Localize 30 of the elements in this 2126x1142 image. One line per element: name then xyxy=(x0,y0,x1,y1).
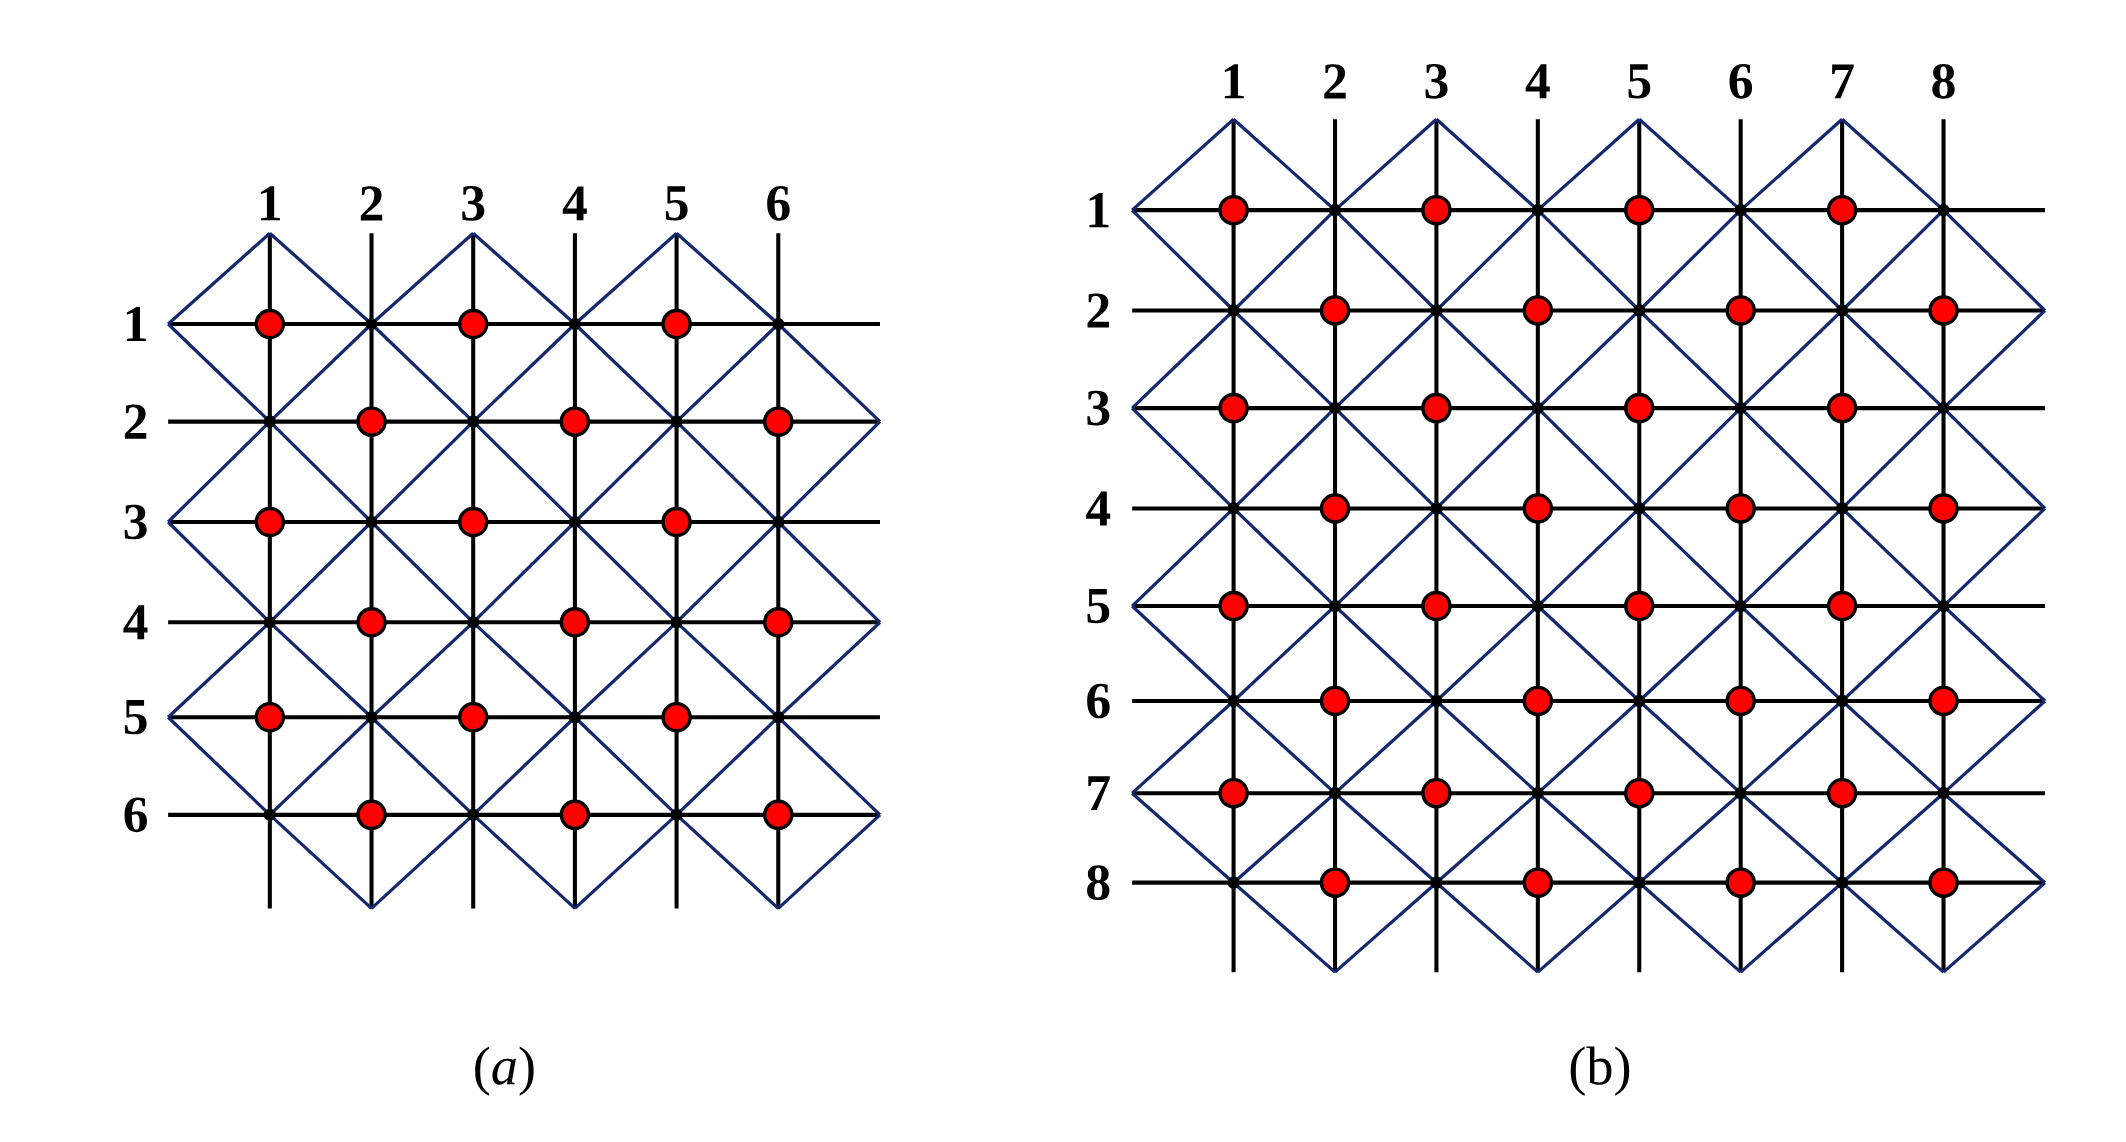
column-number: 1 xyxy=(261,186,281,221)
column-number: 5 xyxy=(1628,64,1651,99)
column-number: 3 xyxy=(1425,64,1448,99)
column-number: 8 xyxy=(1932,64,1955,99)
column-number: 2 xyxy=(360,186,383,221)
row-number: 3 xyxy=(1087,391,1110,426)
row-number: 7 xyxy=(1088,776,1110,811)
column-number: 7 xyxy=(1832,64,1854,99)
row-number: 5 xyxy=(1087,589,1110,624)
row-number: 6 xyxy=(124,797,147,833)
row-number: 1 xyxy=(1089,193,1109,228)
column-number: 3 xyxy=(462,186,485,221)
column-number: 5 xyxy=(665,186,688,221)
column-number: 4 xyxy=(1525,64,1550,99)
row-number: 2 xyxy=(124,404,147,439)
column-number: 1 xyxy=(1224,64,1244,99)
panel-caption: (b) xyxy=(1570,1046,1630,1096)
column-number: 4 xyxy=(562,186,587,221)
panel-caption: (a) xyxy=(475,1046,534,1096)
row-number: 2 xyxy=(1087,293,1109,328)
row-number: 4 xyxy=(1086,491,1111,526)
column-number: 2 xyxy=(1324,64,1346,99)
column-number: 6 xyxy=(767,186,790,221)
row-number: 6 xyxy=(1087,683,1110,719)
row-number: 5 xyxy=(124,700,147,735)
row-number: 3 xyxy=(124,504,147,540)
row-number: 1 xyxy=(126,307,146,342)
column-number: 6 xyxy=(1729,64,1753,99)
row-number: 4 xyxy=(123,605,148,640)
row-number: 8 xyxy=(1087,865,1110,901)
